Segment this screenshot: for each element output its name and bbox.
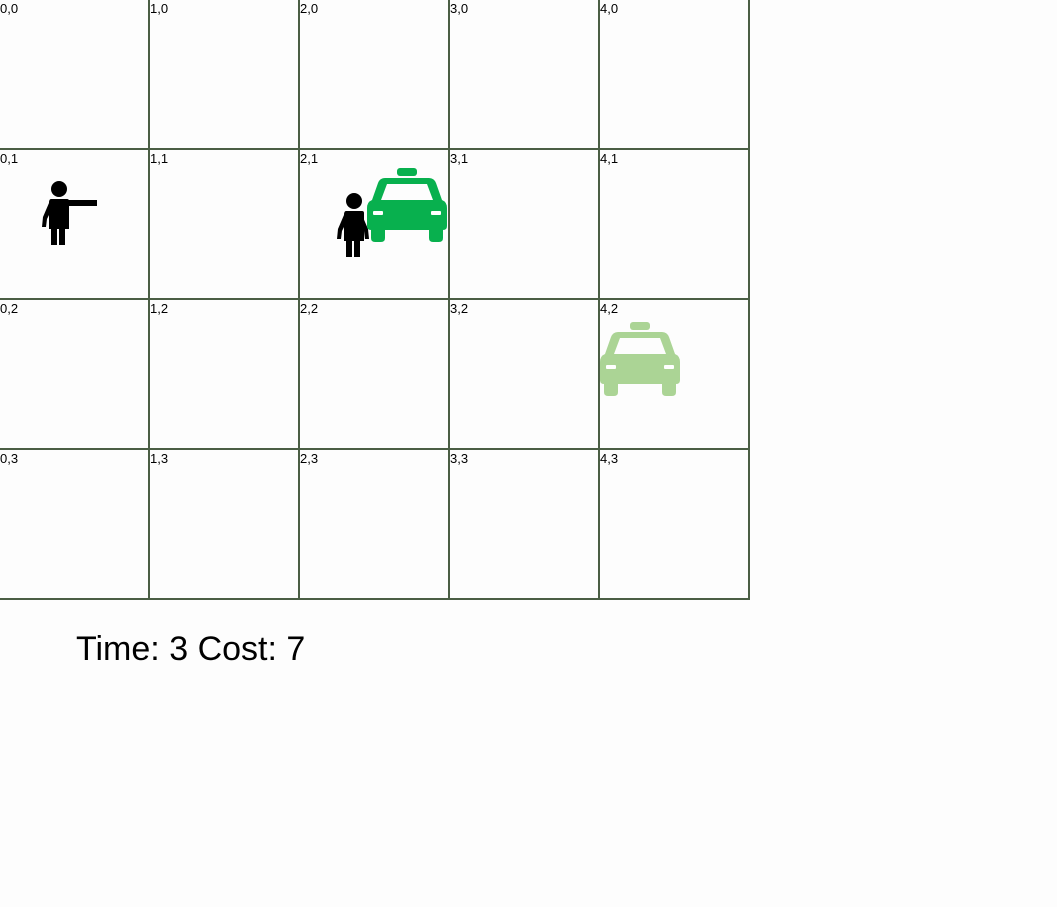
cell-label: 4,2 [600,301,619,316]
grid-cell: 3,1 [450,150,600,300]
cell-label: 0,1 [0,151,19,166]
grid-cell: 1,0 [150,0,300,150]
cell-label: 1,3 [150,451,169,466]
status-bar: Time: 3 Cost: 7 [76,630,305,669]
grid-cell: 2,3 [300,450,450,600]
grid-cell: 0,3 [0,450,150,600]
grid-cell: 0,1 [0,150,150,300]
grid-cell: 1,3 [150,450,300,600]
cell-label: 2,3 [300,451,319,466]
cell-label: 2,1 [300,151,319,166]
grid-cell: 3,3 [450,450,600,600]
time-value: 3 [169,630,189,668]
cell-label: 1,2 [150,301,169,316]
cell-label: 0,0 [0,1,19,16]
grid-cell: 0,0 [0,0,150,150]
cell-label: 4,3 [600,451,619,466]
grid-cell: 3,0 [450,0,600,150]
cell-label: 3,1 [450,151,469,166]
cell-label: 1,0 [150,1,169,16]
grid-cell: 0,2 [0,300,150,450]
cell-label: 4,0 [600,1,619,16]
grid-cell: 2,0 [300,0,450,150]
hailing-passenger-icon [42,181,97,245]
grid-cell: 2,1 [300,150,450,300]
cell-label: 0,3 [0,451,19,466]
grid-cell: 1,2 [150,300,300,450]
grid-cell: 4,2 [600,300,750,450]
cell-label: 3,0 [450,1,469,16]
cell-label: 3,3 [450,451,469,466]
cell-label: 2,0 [300,1,319,16]
taxi-icon [367,168,447,242]
taxi-faded-icon [600,322,680,396]
cell-label: 1,1 [150,151,169,166]
grid-cell: 4,3 [600,450,750,600]
grid-cell: 4,1 [600,150,750,300]
grid-cell: 4,0 [600,0,750,150]
grid-cell: 1,1 [150,150,300,300]
grid-board: 0,0 1,0 2,0 3,0 4,0 0,1 1,1 2,1 3,1 4,1 0,2 1,2 2,2 3… [0,0,751,602]
cell-label: 3,2 [450,301,469,316]
time-label: Time: [76,630,160,668]
cell-label: 2,2 [300,301,319,316]
cell-label: 4,1 [600,151,619,166]
grid-cell: 3,2 [450,300,600,450]
cost-value: 7 [286,630,306,668]
grid-cell: 2,2 [300,300,450,450]
cell-label: 0,2 [0,301,19,316]
cost-label: Cost: [197,630,277,668]
